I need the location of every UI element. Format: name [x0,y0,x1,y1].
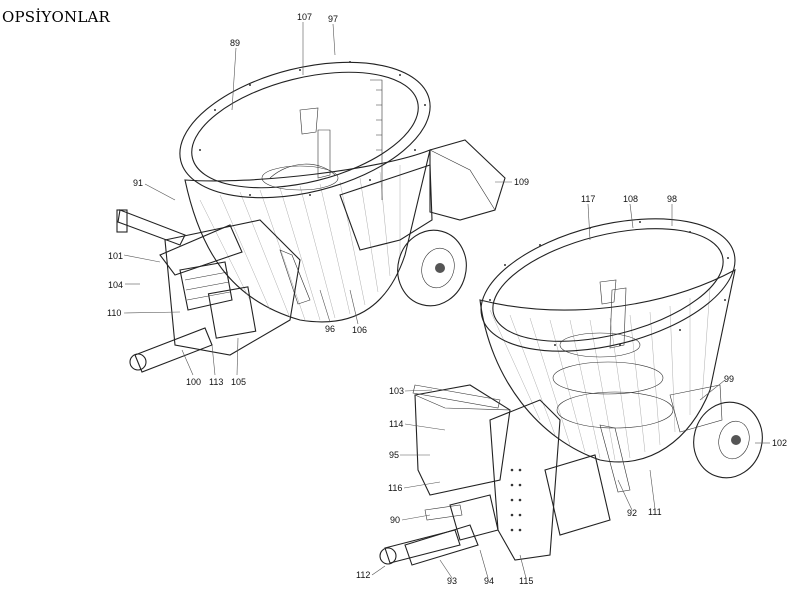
callout-96: 96 [325,324,335,334]
callout-95: 95 [389,450,399,460]
left-front-frame [164,219,301,356]
right-tub-body [479,268,736,463]
callout-117: 117 [581,194,595,204]
left-wheel-hub [435,263,445,273]
right-mixer-machine [379,218,763,566]
callout-97: 97 [328,14,338,24]
right-knife-bracket [599,279,617,305]
callout-103: 103 [389,386,404,396]
right-hitch-arm [424,504,463,521]
callout-107: 107 [297,12,312,22]
right-gearbox [449,494,499,541]
callout-115: 115 [519,576,533,586]
callout-109: 109 [514,177,529,187]
callout-98: 98 [667,194,677,204]
left-hitch-post [116,209,128,233]
left-tub-body [184,149,431,323]
right-drawbar [404,524,479,566]
callout-110: 110 [107,308,121,318]
callout-92: 92 [627,508,637,518]
right-tub-rim-outer [480,218,736,352]
callout-100: 100 [186,377,201,387]
callout-90: 90 [390,515,400,525]
left-hitch-arm [117,209,186,246]
left-side-frame [339,164,433,251]
left-wheel-tire [397,229,467,307]
left-rim-bolts [199,61,426,196]
callout-91: 91 [133,178,143,188]
right-wheel-tire [693,401,763,479]
callout-114: 114 [389,419,403,429]
right-auger-upper [559,332,641,358]
callout-104: 104 [108,280,123,290]
callout-102: 102 [772,438,787,448]
right-auger-post [609,287,627,349]
left-tub-rim-outer [179,61,431,199]
callout-99: 99 [724,374,734,384]
left-gearbox-detail [184,271,231,301]
left-pto-yoke [129,353,147,371]
callout-111: 111 [648,507,662,517]
left-tub-hatching [199,165,401,321]
left-wheel-rim [421,247,455,289]
callout-106: 106 [352,325,367,335]
callout-112: 112 [356,570,370,580]
right-top-cylinder [412,384,501,409]
callout-labels: 107 97 89 109 91 101 104 110 96 106 100 … [107,12,787,586]
callout-116: 116 [388,483,402,493]
callout-94: 94 [484,576,494,586]
right-tower-holes [510,468,522,532]
page-title: OPSİYONLAR [2,8,111,26]
left-auger-disc [261,165,339,191]
left-shield-cover [159,224,243,276]
callout-101: 101 [108,251,123,261]
right-tub-hatching [489,287,711,461]
right-auger-middle [552,361,664,395]
left-knife-bracket [299,107,319,135]
callout-105: 105 [231,377,246,387]
right-rim-bolts [489,221,729,346]
right-tub-rim-inner [492,228,724,342]
right-auger-lower [556,391,674,429]
left-auger-blade [269,163,336,179]
right-pto-shaft [384,529,461,564]
right-rear-cabinet [544,454,611,536]
right-wheel-hub [731,435,741,445]
right-side-box [414,384,511,496]
callout-93: 93 [447,576,457,586]
left-valve-block [207,286,257,339]
right-wheel-rim [718,420,750,460]
left-rear-hopper-edge [429,149,496,211]
left-ladder [370,79,383,200]
left-tub-rim-inner [191,71,419,189]
callout-113: 113 [209,377,223,387]
right-axle-frame [669,384,723,433]
left-mixer-machine [116,61,506,373]
right-side-box-top [414,394,511,411]
left-auger-post [317,129,331,179]
right-pto-yoke [379,547,397,565]
left-lift-arm [279,249,311,305]
callout-108: 108 [623,194,638,204]
leader-lines [123,22,770,579]
callout-89: 89 [230,38,240,48]
left-gearbox [179,261,233,311]
right-lift-arm [599,424,631,493]
